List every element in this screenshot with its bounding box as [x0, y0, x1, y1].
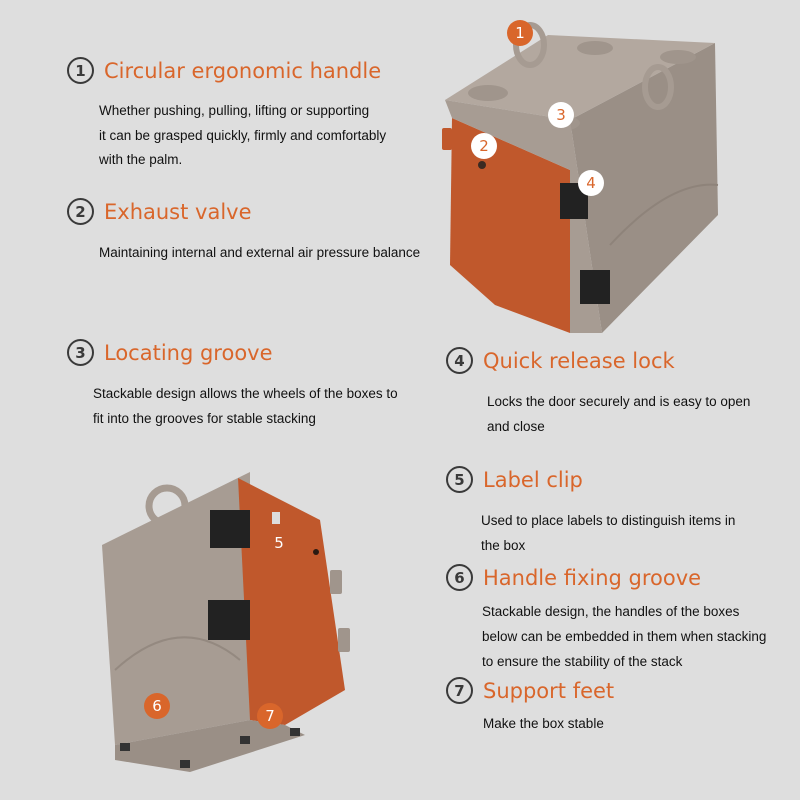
feature-description: Used to place labels to distinguish item… [481, 509, 781, 558]
door-hinge [330, 570, 342, 594]
quick-release-lock [210, 510, 250, 548]
circular-handle [642, 64, 674, 110]
support-foot [180, 760, 190, 768]
door-hinge [472, 227, 482, 249]
badge-1 [507, 20, 533, 46]
description-line: Stackable design, the handles of the box… [482, 604, 740, 619]
feature-heading: 7 Support feet [446, 677, 783, 704]
feature-number-badge: 2 [67, 198, 94, 225]
description-line: Maintaining internal and external air pr… [99, 245, 421, 260]
description-line: the box [481, 537, 526, 553]
support-foot [290, 728, 300, 736]
feature-description: Whether pushing, pulling, lifting or sup… [99, 99, 419, 173]
description-line: Used to place labels to distinguish item… [481, 513, 736, 528]
feature-description: Stackable design allows the wheels of th… [93, 382, 423, 431]
feature-locating-groove: 3 Locating groove Stackable design allow… [67, 339, 423, 431]
quick-release-lock [580, 270, 610, 304]
feature-handle-fixing-groove: 6 Handle fixing groove Stackable design,… [446, 564, 800, 674]
feature-title: Label clip [483, 467, 583, 492]
feature-quick-release-lock: 4 Quick release lock Locks the door secu… [446, 347, 787, 439]
label-clip [272, 512, 280, 524]
feature-circular-handle: 1 Circular ergonomic handle Whether push… [67, 57, 419, 173]
box-side-face [570, 43, 718, 333]
badge-1-label: 1 [515, 24, 525, 42]
support-foot [240, 736, 250, 744]
description-line: below can be embedded in them when stack… [482, 629, 767, 644]
feature-title: Quick release lock [483, 348, 675, 373]
badge-2-label: 2 [479, 137, 489, 155]
side-arc-detail [609, 183, 719, 246]
description-line: and close [487, 418, 545, 434]
door-hinge [442, 128, 452, 150]
feature-title: Locating groove [104, 340, 273, 365]
feature-heading: 5 Label clip [446, 466, 781, 493]
door-panel [450, 118, 570, 333]
feature-support-feet: 7 Support feet Make the box stable [446, 677, 783, 737]
exhaust-valve [313, 549, 319, 555]
feature-heading: 6 Handle fixing groove [446, 564, 800, 591]
door-panel [238, 478, 345, 725]
feature-description: Make the box stable [483, 712, 783, 737]
feature-number-badge: 4 [446, 347, 473, 374]
feature-number-badge: 6 [446, 564, 473, 591]
badge-5 [266, 530, 292, 556]
description-line: Make the box stable [483, 716, 604, 731]
feature-title: Support feet [483, 678, 615, 703]
description-line: fit into the grooves for stable stacking [93, 410, 316, 426]
badge-4-label: 4 [586, 174, 596, 192]
feature-description: Locks the door securely and is easy to o… [487, 390, 787, 439]
description-line: it can be grasped quickly, firmly and co… [99, 127, 387, 143]
badge-4 [578, 170, 604, 196]
door-hinge [458, 178, 468, 200]
badge-5-label: 5 [274, 534, 284, 552]
feature-number-badge: 3 [67, 339, 94, 366]
feature-heading: 4 Quick release lock [446, 347, 787, 374]
description-line: Locks the door securely and is easy to o… [487, 394, 751, 409]
box-bottom-view-illustration: 5 6 7 [102, 472, 350, 772]
description-line: to ensure the stability of the stack [482, 654, 683, 669]
feature-heading: 2 Exhaust valve [67, 198, 459, 225]
description-line: with the palm. [99, 152, 183, 167]
quick-release-lock [208, 600, 250, 640]
box-bottom-face [115, 720, 305, 772]
feature-title: Exhaust valve [104, 199, 252, 224]
badge-7 [257, 703, 283, 729]
feature-heading: 1 Circular ergonomic handle [67, 57, 419, 84]
feature-label-clip: 5 Label clip Used to place labels to dis… [446, 466, 781, 558]
exhaust-valve [478, 161, 486, 169]
feature-heading: 3 Locating groove [67, 339, 423, 366]
locating-groove [468, 85, 508, 101]
feature-title: Handle fixing groove [483, 565, 702, 590]
door-hinge [338, 628, 350, 652]
feature-number-badge: 5 [446, 466, 473, 493]
locating-groove [577, 41, 613, 55]
box-frame [445, 100, 602, 333]
side-arc-detail [114, 636, 241, 671]
badge-2 [471, 133, 497, 159]
feature-description: Stackable design, the handles of the box… [482, 599, 800, 674]
description-line: Whether pushing, pulling, lifting or sup… [99, 103, 370, 118]
description-line: Stackable design allows the wheels of th… [93, 386, 398, 401]
support-foot [120, 743, 130, 751]
box-top-view-illustration: 1 2 3 4 [442, 20, 719, 333]
feature-number-badge: 1 [67, 57, 94, 84]
badge-6-label: 6 [152, 697, 162, 715]
badge-7-label: 7 [265, 707, 275, 725]
locating-groove [660, 50, 696, 64]
feature-description: Maintaining internal and external air pr… [99, 241, 459, 266]
badge-6 [144, 693, 170, 719]
feature-title: Circular ergonomic handle [104, 58, 382, 83]
feature-exhaust-valve: 2 Exhaust valve Maintaining internal and… [67, 198, 459, 266]
badge-3-label: 3 [556, 106, 566, 124]
feature-number-badge: 7 [446, 677, 473, 704]
badge-3 [548, 102, 574, 128]
box-top-face [445, 35, 715, 120]
